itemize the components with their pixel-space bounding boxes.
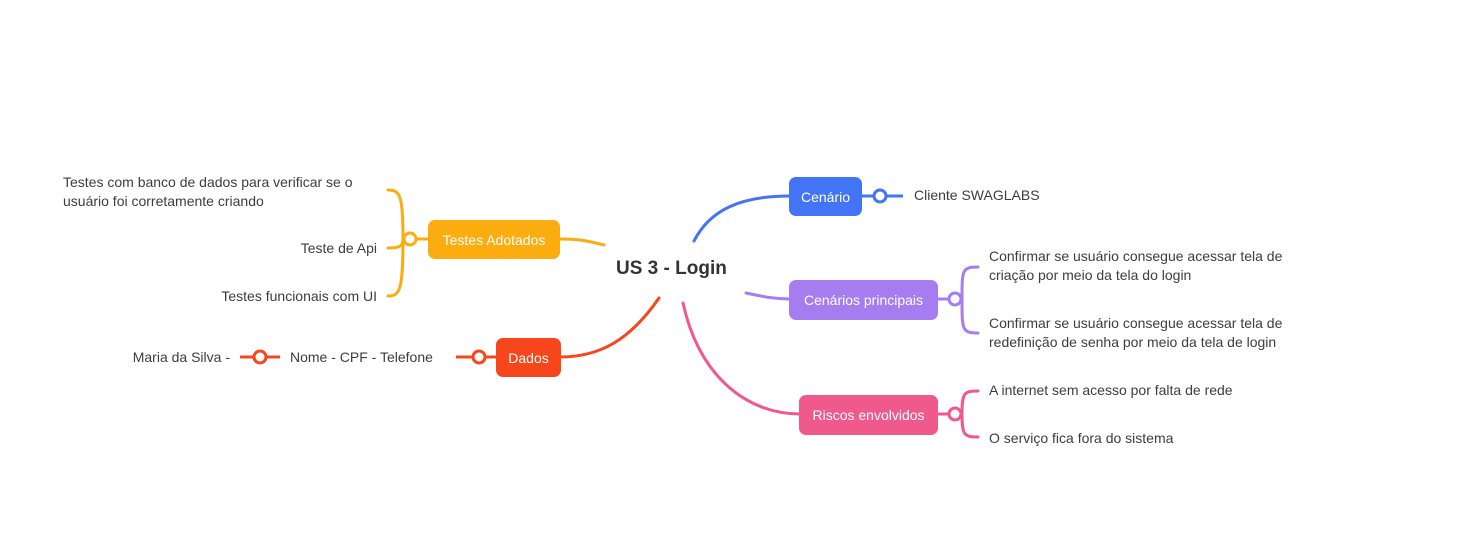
connector-root-testes [558,237,606,247]
subtopic-cp-criacao-line-2: criação por meio da tela do login [989,267,1192,283]
connector-cp-child-1 [960,265,980,301]
subtopic-cp-criacao[interactable]: Confirmar se usuário consegue acessar te… [989,247,1282,285]
subtopic-testes-banco[interactable]: Testes com banco de dados para verificar… [40,173,377,211]
subtopic-riscos-internet[interactable]: A internet sem acesso por falta de rede [989,382,1233,398]
subtopic-cliente-swaglabs[interactable]: Cliente SWAGLABS [914,187,1040,203]
topic-cenarios-principais[interactable]: Cenários principais [789,280,938,320]
subtopic-testes-banco-line-2: usuário foi corretamente criando [63,193,264,209]
connector-testes-child-3 [386,237,405,298]
collapse-toggle-cenario[interactable] [872,188,888,204]
connector-root-riscos [681,301,802,416]
topic-dados[interactable]: Dados [496,338,561,377]
connector-testes-child-1 [386,188,405,241]
central-topic[interactable]: US 3 - Login [616,258,727,279]
subtopic-testes-funcionais[interactable]: Testes funcionais com UI [221,288,377,304]
connector-riscos-child-2 [960,412,980,439]
collapse-toggle-cenarios-principais[interactable] [947,291,963,307]
connector-cp-child-2 [960,297,980,335]
collapse-toggle-riscos[interactable] [947,406,963,422]
topic-cenario[interactable]: Cenário [789,177,862,216]
subtopic-riscos-servico[interactable]: O serviço fica fora do sistema [989,430,1174,446]
subtopic-cp-redefinicao[interactable]: Confirmar se usuário consegue acessar te… [989,314,1282,352]
subtopic-testes-api[interactable]: Teste de Api [300,240,377,256]
subtopic-dados-exemplo[interactable]: Maria da Silva - [132,349,230,365]
collapse-toggle-dados-child[interactable] [252,349,268,365]
collapse-toggle-testes[interactable] [402,231,418,247]
subtopic-cp-redefinicao-line-1: Confirmar se usuário consegue acessar te… [989,315,1283,331]
subtopic-testes-banco-line-1: Testes com banco de dados para verificar… [63,174,353,190]
topic-riscos-envolvidos[interactable]: Riscos envolvidos [799,395,938,435]
topic-testes-adotados[interactable]: Testes Adotados [428,220,560,259]
connector-root-cenarios-principais [744,291,792,301]
collapse-toggle-dados[interactable] [471,349,487,365]
subtopic-cp-redefinicao-line-2: redefinição de senha por meio da tela de… [989,334,1277,350]
subtopic-cp-criacao-line-1: Confirmar se usuário consegue acessar te… [989,248,1283,264]
subtopic-dados-campos[interactable]: Nome - CPF - Telefone [290,349,433,365]
connector-riscos-child-1 [960,389,980,416]
connector-testes-child-2 [386,237,405,250]
connector-root-dados [558,296,661,359]
connector-root-cenario [692,194,792,243]
